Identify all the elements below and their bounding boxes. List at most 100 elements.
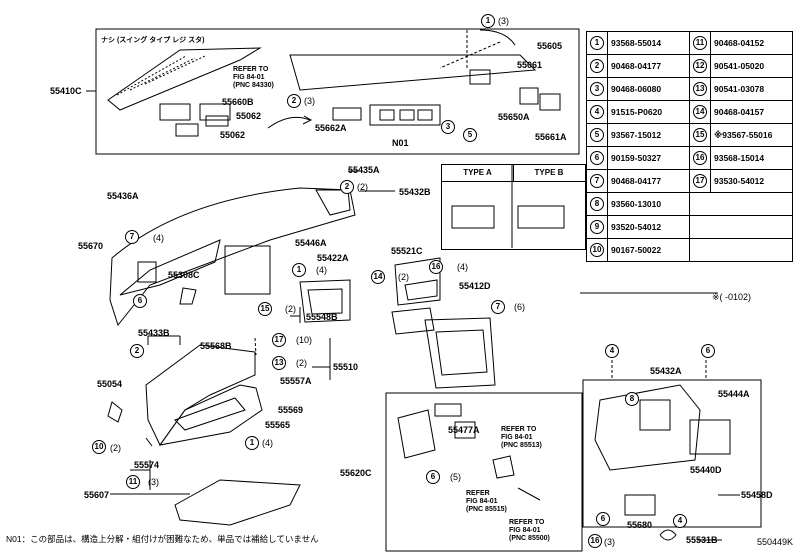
callout-6-bottom: 6 — [596, 512, 610, 526]
part-55422a: 55422A — [317, 253, 349, 263]
callout-6-center: 6 — [426, 470, 440, 484]
part-55605: 55605 — [537, 41, 563, 51]
part-no-right: 12 — [689, 54, 711, 78]
qty-1-mid: (4) — [316, 265, 327, 275]
part-55062-b: 55062 — [220, 130, 246, 140]
part-code-right: 90468-04157 — [710, 100, 793, 124]
part-55436a: 55436A — [107, 191, 139, 201]
part-code-left: 90468-04177 — [607, 169, 690, 193]
part-no-left: 8 — [586, 192, 608, 216]
part-55557a: 55557A — [280, 376, 312, 386]
top-group-frame — [95, 28, 580, 155]
part-empty-cell — [689, 215, 793, 239]
part-55062-a: 55062 — [236, 111, 262, 121]
qty-13: (2) — [398, 272, 409, 282]
part-55435a: 55435A — [348, 165, 380, 175]
qty-6-center: (5) — [450, 472, 461, 482]
part-code-left: 93568-55014 — [607, 31, 690, 55]
part-no-right: 15 — [689, 123, 711, 147]
callout-6-right: 6 — [701, 344, 715, 358]
part-code-left: 91515-P0620 — [607, 100, 690, 124]
part-55444a: 55444A — [718, 389, 750, 399]
callout-12: 13 — [272, 356, 286, 370]
part-no-right: 14 — [689, 100, 711, 124]
part-code-right: 90468-04152 — [710, 31, 793, 55]
part-code-right: 93568-15014 — [710, 146, 793, 170]
callout-2-top: 2 — [287, 94, 301, 108]
part-55412d: 55412D — [459, 281, 491, 291]
part-55410c: 55410C — [50, 86, 82, 96]
qty-17: (10) — [296, 335, 313, 345]
part-55670: 55670 — [78, 241, 104, 251]
footnote: N01：この部品は、構造上分解・組付けが困難なため、単品では補給していません — [6, 534, 319, 544]
part-55477a: 55477A — [448, 425, 480, 435]
type-a-label: TYPE A — [442, 165, 514, 182]
qty-12: (2) — [296, 358, 307, 368]
part-55548b: 55548B — [306, 312, 338, 322]
part-55620c: 55620C — [340, 468, 372, 478]
part-55440d: 55440D — [690, 465, 722, 475]
qty-11: (3) — [148, 477, 159, 487]
qty-1-low: (4) — [262, 438, 273, 448]
part-no-left: 7 — [586, 169, 608, 193]
part-no-left: 10 — [586, 238, 608, 262]
type-box: TYPE A TYPE B — [441, 164, 586, 250]
qty-2-top: (3) — [304, 96, 315, 106]
part-55565: 55565 — [265, 420, 291, 430]
callout-2-left: 2 — [130, 344, 144, 358]
callout-4-bottom: 4 — [673, 514, 687, 528]
qty-10: (2) — [110, 443, 121, 453]
callout-7-right: 7 — [491, 300, 505, 314]
part-55661a: 55661A — [535, 132, 567, 142]
callout-10: 10 — [92, 440, 106, 454]
part-code-left: 90167-50022 — [607, 238, 690, 262]
diagram-id: 550449K — [757, 537, 794, 547]
callout-1-low: 1 — [245, 436, 259, 450]
callout-1-mid: 1 — [292, 263, 306, 277]
part-55308c: 55308C — [168, 270, 200, 280]
type-b-label: TYPE B — [513, 165, 585, 182]
callout-8: 8 — [625, 392, 639, 406]
callout-1-top: 1 — [481, 14, 495, 28]
callout-2-mid: 2 — [340, 180, 354, 194]
part-n01: N01 — [392, 138, 409, 148]
callout-4-right: 4 — [605, 344, 619, 358]
part-55458d: 55458D — [741, 490, 773, 500]
qty-7-left: (4) — [153, 233, 164, 243]
part-no-left: 3 — [586, 77, 608, 101]
part-55061: 55061 — [517, 60, 543, 70]
callout-15: 16 — [588, 534, 602, 548]
part-no-right: 13 — [689, 77, 711, 101]
part-no-left: 4 — [586, 100, 608, 124]
part-code-right: 90541-05020 — [710, 54, 793, 78]
part-code-left: 93520-54012 — [607, 215, 690, 239]
callout-17: 17 — [272, 333, 286, 347]
part-55510: 55510 — [333, 362, 359, 372]
part-55607: 55607 — [84, 490, 110, 500]
part-55054: 55054 — [97, 379, 123, 389]
callout-7-left: 7 — [125, 230, 139, 244]
part-code-left: 90468-06080 — [607, 77, 690, 101]
qty-7-right: (6) — [514, 302, 525, 312]
callout-14: 15 — [258, 302, 272, 316]
part-55569: 55569 — [278, 405, 304, 415]
center-group-frame — [385, 392, 583, 552]
part-no-right: 16 — [689, 146, 711, 170]
qty-16: (4) — [457, 262, 468, 272]
part-55432a: 55432A — [650, 366, 682, 376]
part-empty-cell — [689, 192, 793, 216]
part-code-right: ※93567-55016 — [710, 123, 793, 147]
qty-15: (3) — [604, 537, 615, 547]
